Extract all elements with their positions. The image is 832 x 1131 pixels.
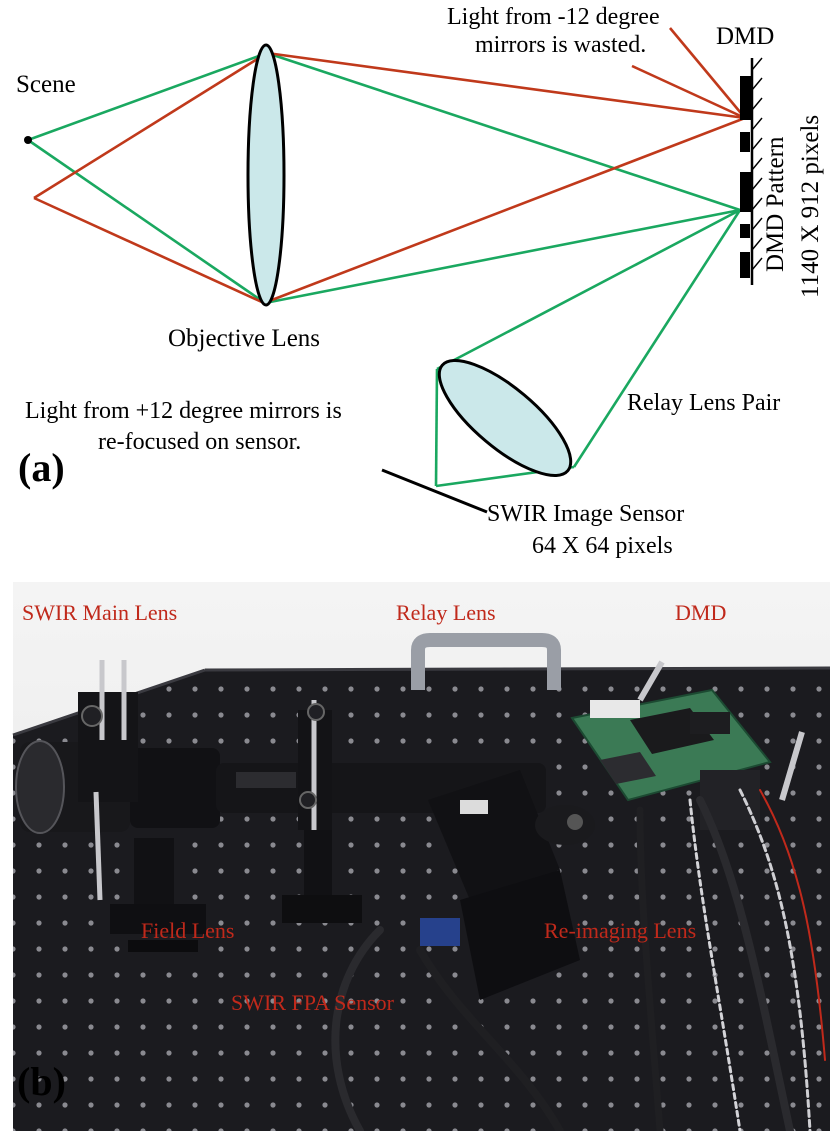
reimaging-lens-label: Re-imaging Lens [544,918,696,943]
optical-diagram: Scene Objective Lens Light from -12 degr… [16,4,824,559]
fpa-sensor-camera [420,770,595,1000]
dmd-board [570,660,805,830]
lab-photo: SWIR Main Lens Relay Lens DMD Field Lens… [12,582,831,1131]
cables [331,788,826,1131]
scene-point [24,136,32,144]
objective-lens-label: Objective Lens [168,325,320,352]
panel-a-label: (a) [18,445,65,490]
relay-lens-pair-label: Relay Lens Pair [627,390,780,416]
dmd-device [740,57,763,285]
refocus-label-2: re-focused on sensor. [98,429,301,455]
sensor-label-1: SWIR Image Sensor [487,501,684,527]
dmd-photo-label: DMD [675,600,726,625]
relay-lens [437,358,573,478]
refocus-label-1: Light from +12 degree mirrors is [25,398,342,424]
wasted-light-label-1: Light from -12 degree [447,4,660,30]
fpa-sensor-label: SWIR FPA Sensor [231,990,395,1015]
image-sensor [381,468,488,514]
sensor-label-2: 64 X 64 pixels [532,533,673,559]
green-rays [27,51,742,488]
dmd-label: DMD [716,23,774,50]
main-lens-label: SWIR Main Lens [22,600,177,625]
objective-lens [246,43,286,307]
field-lens-mount [282,700,362,923]
panel-b-label: (b) [17,1059,66,1104]
red-rays [33,27,746,305]
scene-label: Scene [16,71,76,98]
dmd-pattern-label: DMD Pattern [762,136,789,272]
field-lens-label: Field Lens [141,918,235,943]
table-handle [411,633,561,690]
wasted-light-label-2: mirrors is wasted. [475,32,646,58]
relay-lens-label: Relay Lens [396,600,496,625]
dmd-pixels-label: 1140 X 912 pixels [797,115,824,298]
